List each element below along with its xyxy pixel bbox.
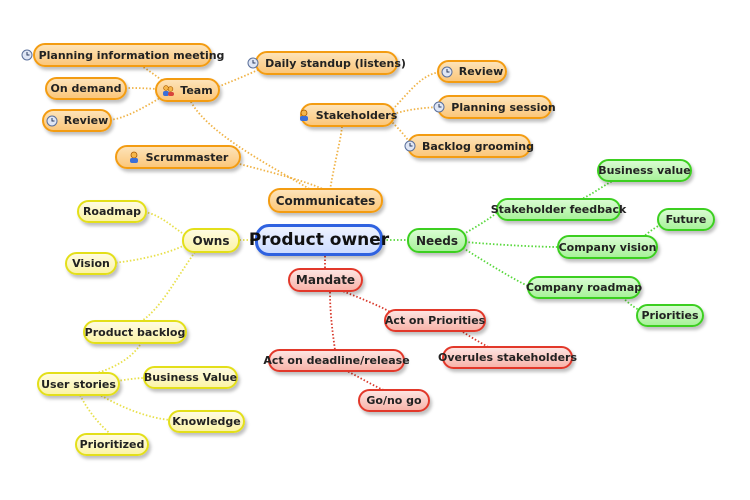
communicates-node[interactable]: Communicates xyxy=(268,188,383,213)
backlog-grooming-label: Backlog grooming xyxy=(421,139,535,153)
business-value-yellow-label: Business Value xyxy=(143,371,238,384)
team-label: Team xyxy=(180,83,213,97)
scrummaster-label: Scrummaster xyxy=(145,150,229,164)
planning-info-meeting-node[interactable]: Planning information meeting xyxy=(21,43,224,67)
needs-label: Needs xyxy=(415,233,459,248)
scrummaster-node[interactable]: Scrummaster xyxy=(115,145,241,169)
roadmap-node[interactable]: Roadmap xyxy=(77,200,147,223)
company-vision-node[interactable]: Company vision xyxy=(557,235,658,259)
planning-session-node[interactable]: Planning session xyxy=(433,95,556,119)
stakeholders-review-node[interactable]: Review xyxy=(437,60,507,83)
owns-label: Owns xyxy=(192,233,230,248)
act-on-deadline-label: Act on deadline/release xyxy=(263,354,410,367)
team-review-label: Review xyxy=(63,114,109,127)
clock-icon xyxy=(21,49,33,61)
clock-icon xyxy=(404,140,416,152)
planning-info-meeting-label: Planning information meeting xyxy=(38,48,225,62)
communicates-label: Communicates xyxy=(275,193,376,208)
act-on-priorities-label: Act on Priorities xyxy=(384,314,486,327)
root-node[interactable]: Product owner xyxy=(249,224,389,256)
clock-icon xyxy=(441,66,453,78)
act-on-deadline-node[interactable]: Act on deadline/release xyxy=(263,349,410,372)
person-icon xyxy=(298,109,310,121)
clock-icon xyxy=(247,57,259,69)
business-value-green-label: Business value xyxy=(598,164,691,177)
mandate-node[interactable]: Mandate xyxy=(288,268,363,292)
daily-standup-label: Daily standup (listens) xyxy=(265,56,406,70)
act-on-priorities-node[interactable]: Act on Priorities xyxy=(384,309,486,332)
roadmap-label: Roadmap xyxy=(82,205,142,218)
company-roadmap-label: Company roadmap xyxy=(525,281,643,294)
on-demand-label: On demand xyxy=(50,82,122,95)
company-vision-label: Company vision xyxy=(558,240,657,254)
go-no-go-label: Go/no go xyxy=(366,394,422,407)
team-node[interactable]: Team xyxy=(155,78,220,102)
vision-label: Vision xyxy=(72,257,110,270)
priorities-label: Priorities xyxy=(641,309,699,322)
user-stories-node[interactable]: User stories xyxy=(37,372,120,396)
knowledge-node[interactable]: Knowledge xyxy=(168,410,245,433)
vision-node[interactable]: Vision xyxy=(65,252,117,275)
prioritized-label: Prioritized xyxy=(79,438,145,451)
future-label: Future xyxy=(665,213,707,226)
owns-node[interactable]: Owns xyxy=(182,228,240,253)
daily-standup-node[interactable]: Daily standup (listens) xyxy=(247,51,406,75)
clock-icon xyxy=(433,101,445,113)
stakeholders-review-label: Review xyxy=(458,65,504,78)
planning-session-label: Planning session xyxy=(451,100,556,114)
prioritized-node[interactable]: Prioritized xyxy=(75,433,149,456)
product-backlog-node[interactable]: Product backlog xyxy=(83,320,187,344)
on-demand-node[interactable]: On demand xyxy=(45,77,127,100)
root-label: Product owner xyxy=(248,230,390,250)
overules-stakeholders-label: Overules stakeholders xyxy=(437,351,578,364)
knowledge-label: Knowledge xyxy=(172,415,241,428)
user-stories-label: User stories xyxy=(41,377,116,391)
priorities-node[interactable]: Priorities xyxy=(636,304,704,327)
stakeholder-feedback-label: Stakeholder feedback xyxy=(490,203,627,216)
stakeholders-node[interactable]: Stakeholders xyxy=(298,103,398,127)
needs-node[interactable]: Needs xyxy=(407,228,467,253)
backlog-grooming-node[interactable]: Backlog grooming xyxy=(404,134,535,158)
clock-icon xyxy=(46,115,58,127)
overules-stakeholders-node[interactable]: Overules stakeholders xyxy=(438,346,577,369)
business-value-green-node[interactable]: Business value xyxy=(597,159,692,182)
product-backlog-label: Product backlog xyxy=(84,325,186,339)
company-roadmap-node[interactable]: Company roadmap xyxy=(525,276,643,299)
mandate-label: Mandate xyxy=(295,273,356,287)
stakeholder-feedback-node[interactable]: Stakeholder feedback xyxy=(491,198,626,221)
person-icon xyxy=(128,151,140,163)
group-icon xyxy=(162,84,175,96)
go-no-go-node[interactable]: Go/no go xyxy=(358,389,430,412)
stakeholders-label: Stakeholders xyxy=(315,108,398,122)
business-value-yellow-node[interactable]: Business Value xyxy=(143,366,238,389)
team-review-node[interactable]: Review xyxy=(42,109,112,132)
future-node[interactable]: Future xyxy=(657,208,715,231)
